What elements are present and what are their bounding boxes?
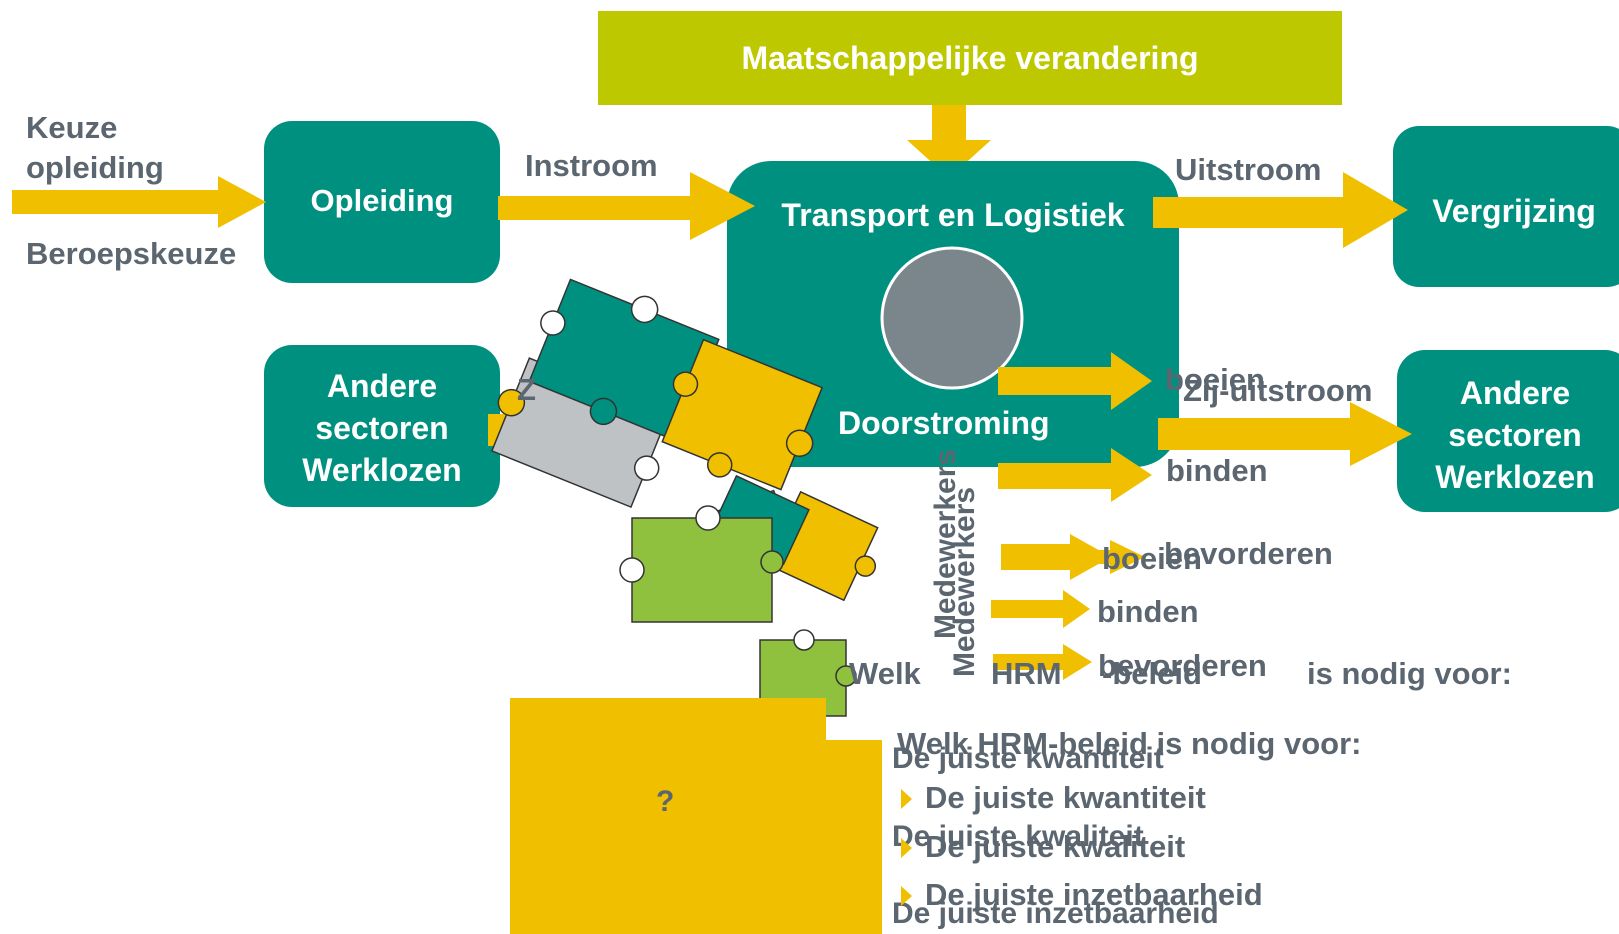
zij-uitstroom-label: Zij-uitstroom — [1183, 373, 1373, 408]
puzzle-piece-yellow-large — [661, 338, 824, 491]
vergrijzing-box — [1393, 126, 1619, 287]
doorstroming-label: Doorstroming — [838, 405, 1050, 441]
transport-label: Transport en Logistiek — [781, 197, 1125, 233]
andere-sectoren-left-box — [264, 345, 500, 507]
instroom-label: Instroom — [525, 148, 658, 183]
question-box — [510, 698, 826, 934]
beroepskeuze-label: Beroepskeuze — [26, 236, 237, 271]
bullet-front-2 — [901, 838, 912, 858]
question-box-extension — [826, 740, 882, 934]
bullet-front-text-1: De juiste kwantiteit — [925, 780, 1206, 815]
hrm-label: HRM — [991, 656, 1062, 691]
bullet-back-text-2: De juiste kwaliteit — [892, 820, 1144, 853]
question-header: Welk HRM-beleid is nodig voor: — [897, 726, 1362, 761]
boeien-label-1: boeien — [1165, 362, 1265, 397]
bullet-front-3 — [901, 886, 912, 906]
binden-label-2: binden — [1097, 594, 1199, 629]
instroom-arrow — [498, 172, 755, 240]
beleid-label: -beleid — [1102, 656, 1202, 691]
puzzle-piece-teal-large — [528, 278, 720, 443]
bullet-front-1 — [901, 789, 912, 809]
puzzle-piece-green-large — [619, 505, 784, 623]
binden-label-1: binden — [1166, 453, 1268, 488]
boeien-arrow-1 — [998, 352, 1152, 410]
medewerkers-label-b: Medewerkers — [948, 486, 982, 678]
opleiding-label: Opleiding — [310, 183, 454, 218]
andere-sectoren-right-box — [1397, 350, 1619, 512]
bevorderen-arrow-2 — [993, 644, 1092, 680]
vergrijzing-label: Vergrijzing — [1432, 193, 1596, 229]
is-nodig-label: is nodig voor: — [1307, 656, 1512, 691]
uitstroom-label: Uitstroom — [1175, 152, 1322, 187]
zij-uitstroom-arrow — [1158, 402, 1412, 466]
keuze-arrow — [12, 176, 266, 228]
andere-sectoren-right-label: Andere sectoren Werklozen — [1435, 375, 1595, 495]
bullet-back-text-3: De juiste inzetbaarheid — [892, 897, 1219, 930]
boeien-label-2: boeien — [1102, 541, 1202, 576]
bullet-back-3 — [852, 906, 863, 926]
z-partial-label: Z — [517, 372, 536, 407]
opleiding-box — [264, 121, 500, 283]
puzzle-cluster — [490, 278, 879, 717]
bullet-back-text-1: De juiste kwantiteit — [892, 742, 1164, 775]
andere-sectoren-left-label: Andere sectoren Werklozen — [302, 368, 462, 488]
banner-down-arrow — [907, 105, 991, 178]
banner-box — [598, 11, 1342, 105]
binden-arrow-2 — [991, 590, 1090, 628]
bevorderen-label-1: bevorderen — [1164, 536, 1333, 571]
bevorderen-label-2: bevorderen — [1098, 648, 1267, 683]
question-mark: ? — [656, 785, 675, 818]
center-circle — [880, 246, 1024, 390]
uitstroom-arrow — [1153, 172, 1408, 248]
banner-label: Maatschappelijke verandering — [741, 40, 1199, 76]
binden-arrow-1 — [998, 448, 1152, 502]
keuze-opleiding-label: Keuze opleiding — [26, 110, 164, 185]
bullet-back-1 — [852, 752, 863, 772]
bullet-front-text-2: De juiste kwaliteit — [925, 829, 1186, 864]
bevorderen-arrow-1 — [1001, 540, 1145, 574]
bullet-front-text-3: De juiste inzetbaarheid — [925, 877, 1263, 912]
welk-label: Welk — [849, 656, 921, 691]
